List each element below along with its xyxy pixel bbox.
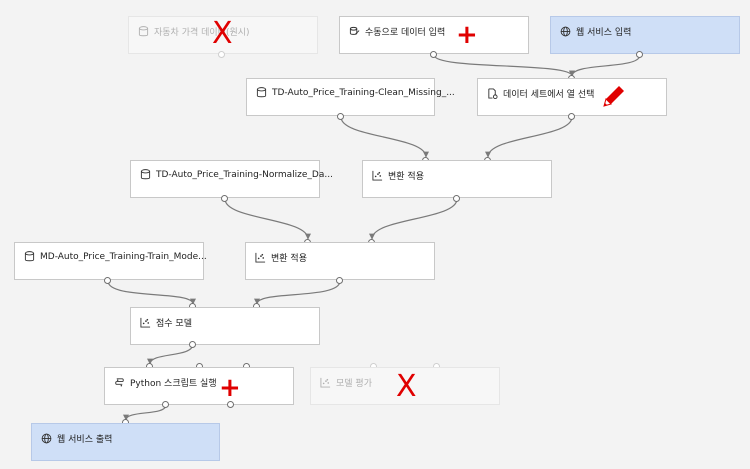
scatter-icon xyxy=(140,317,151,328)
output-port[interactable] xyxy=(189,341,196,348)
edge-normalize-to-transform2 xyxy=(224,198,311,240)
output-port[interactable] xyxy=(568,113,575,120)
node-score-model[interactable]: 점수 모델 xyxy=(130,307,320,345)
database-icon xyxy=(256,87,267,98)
node-label: 웹 서비스 입력 xyxy=(576,28,632,38)
add-mark-python-script: + xyxy=(219,373,241,403)
edge-transform2-to-score xyxy=(254,280,341,305)
edge-score-to-python xyxy=(147,343,194,365)
node-apply-transform-2[interactable]: 변환 적용 xyxy=(245,242,435,280)
node-label: TD-Auto_Price_Training-Clean_Missing_... xyxy=(272,87,455,98)
edge-transform1-to-transform2 xyxy=(369,198,458,240)
database-icon xyxy=(24,251,35,262)
node-label: 모델 평가 xyxy=(336,379,372,389)
data-entry-icon xyxy=(349,26,360,37)
script-icon xyxy=(114,377,125,388)
node-web-service-input[interactable]: 웹 서비스 입력 xyxy=(550,16,740,54)
node-train-model[interactable]: MD-Auto_Price_Training-Train_Mode... xyxy=(14,242,207,280)
node-label: 수동으로 데이터 입력 xyxy=(365,28,446,38)
add-mark-manual-input: + xyxy=(456,20,478,50)
edge-webinput-to-select xyxy=(569,54,641,77)
remove-mark-evaluate-model: X xyxy=(396,369,417,404)
node-manual-input[interactable]: 수동으로 데이터 입력 xyxy=(339,16,529,54)
output-port[interactable] xyxy=(104,277,111,284)
database-icon xyxy=(138,26,149,37)
edge-select-to-transform1 xyxy=(485,116,573,158)
scatter-icon xyxy=(255,252,266,263)
scatter-icon xyxy=(320,377,331,388)
node-label: MD-Auto_Price_Training-Train_Mode... xyxy=(40,251,207,262)
node-label: 자동차 가격 데이터(원시) xyxy=(154,28,250,38)
edge-python-to-output xyxy=(123,404,167,421)
node-label: 웹 서비스 출력 xyxy=(57,435,113,445)
output-port[interactable] xyxy=(227,401,234,408)
node-label: 데이터 세트에서 열 선택 xyxy=(503,90,595,100)
output-port[interactable] xyxy=(430,51,437,58)
remove-mark-car-price: X xyxy=(212,16,233,51)
node-apply-transform-1[interactable]: 변환 적용 xyxy=(362,160,552,198)
edge-train-to-score xyxy=(107,280,196,305)
node-clean-missing[interactable]: TD-Auto_Price_Training-Clean_Missing_... xyxy=(246,78,455,116)
node-python-script[interactable]: Python 스크립트 실행 xyxy=(104,367,294,405)
node-normalize[interactable]: TD-Auto_Price_Training-Normalize_Da... xyxy=(130,160,333,198)
output-port[interactable] xyxy=(221,195,228,202)
node-label: 변환 적용 xyxy=(271,254,307,264)
output-port[interactable] xyxy=(336,277,343,284)
node-label: Python 스크립트 실행 xyxy=(130,379,217,389)
node-label: TD-Auto_Price_Training-Normalize_Da... xyxy=(156,169,333,180)
globe-icon xyxy=(41,433,52,444)
node-label: 변환 적용 xyxy=(388,172,424,182)
output-port[interactable] xyxy=(162,401,169,408)
output-port[interactable] xyxy=(636,51,643,58)
scatter-icon xyxy=(372,170,383,181)
node-label: 점수 모델 xyxy=(156,319,192,329)
node-web-service-output[interactable]: 웹 서비스 출력 xyxy=(31,423,220,461)
node-evaluate-model[interactable]: 모델 평가 xyxy=(310,367,500,405)
database-icon xyxy=(140,169,151,180)
output-port[interactable] xyxy=(453,195,460,202)
output-port[interactable] xyxy=(337,113,344,120)
globe-icon xyxy=(560,26,571,37)
edge-manual-to-select xyxy=(433,54,575,77)
edge-clean-to-transform1 xyxy=(340,116,429,158)
output-port[interactable] xyxy=(218,51,225,58)
node-select-columns[interactable]: 데이터 세트에서 열 선택 xyxy=(477,78,667,116)
pencil-icon xyxy=(600,84,626,113)
select-columns-icon xyxy=(487,88,498,99)
